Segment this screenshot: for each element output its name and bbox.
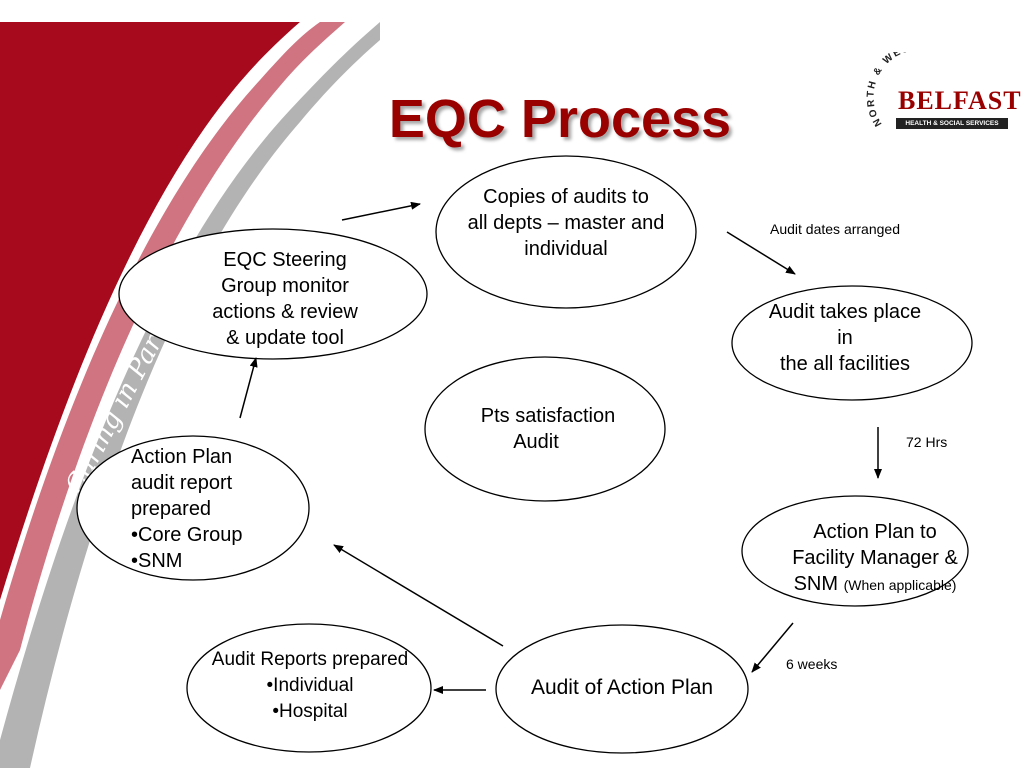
node-action-plan-facility-line-3: SNM [793,573,839,595]
node-steering-line-4: & update tool [226,327,344,349]
node-copies-line-2: all depts – master and [467,212,665,234]
node-action-plan-facility-line-3-wrap: SNM (When applicable) [760,571,990,598]
node-steering-line-3: actions & review [212,301,358,323]
node-audit-takes-place-ellipse [731,285,973,401]
node-copies-line-3: individual [524,238,608,260]
node-audit-reports-line-2: •Individual [266,675,354,696]
node-action-plan-facility: Action Plan to Facility Manager & SNM (W… [760,519,990,598]
edge-action-report-to-steering [239,357,258,419]
swoosh-red-band [0,22,300,600]
node-audit-reports-line-3: •Hospital [272,701,348,722]
node-audit-of-action-plan-ellipse [495,624,749,754]
node-steering: EQC Steering Group monitor actions & rev… [190,247,380,351]
trust-logo: NORTH & WEST BELFAST HEALTH & SOCIAL SER… [860,52,1020,138]
edge-copies-to-audit [726,231,796,275]
node-action-plan-facility-ellipse [741,495,969,607]
node-steering-line-2: Group monitor [221,275,349,297]
node-pts-satisfaction: Pts satisfaction Audit [448,403,648,455]
node-action-plan-report-line-3: prepared [131,498,212,520]
node-audit-of-action-plan: Audit of Action Plan [500,675,744,701]
node-audit-takes-place: Audit takes place in the all facilities [740,299,950,377]
node-audit-takes-place-line-2: in [837,327,853,349]
node-action-plan-facility-line-2: Facility Manager & [792,547,958,569]
node-audit-takes-place-line-1: Audit takes place [768,301,922,323]
node-audit-takes-place-line-3: the all facilities [779,353,911,375]
edge-steering-to-copies [341,201,421,221]
logo-main-text: BELFAST [898,86,1022,115]
node-action-plan-report-line-4: •Core Group [131,524,243,546]
node-copies: Copies of audits to all depts – master a… [436,184,696,262]
edge-facility-to-audit-of-plan [751,622,794,673]
edge-label-audit-dates: Audit dates arranged [770,221,900,237]
node-audit-reports: Audit Reports prepared •Individual •Hosp… [194,647,426,725]
node-action-plan-facility-line-1: Action Plan to [813,521,937,543]
node-action-plan-report-line-1: Action Plan [131,446,233,468]
node-copies-ellipse [435,155,697,309]
node-action-plan-facility-note: (When applicable) [843,577,957,593]
node-pts-satisfaction-line-1: Pts satisfaction [480,405,616,427]
logo-arc: NORTH & WEST [865,52,917,128]
node-action-plan-report-ellipse [76,435,310,581]
edge-audit-of-plan-to-action-report [333,544,504,647]
node-audit-of-action-plan-line-1: Audit of Action Plan [530,676,714,699]
node-steering-line-1: EQC Steering [223,249,347,271]
node-action-plan-report-line-2: audit report [131,472,233,494]
node-audit-reports-line-1: Audit Reports prepared [211,649,409,670]
logo-bar-text: HEALTH & SOCIAL SERVICES TRUST [896,118,1008,138]
node-pts-satisfaction-line-2: Audit [513,431,559,453]
swoosh-grey-band [0,22,380,768]
node-action-plan-report-line-5: •SNM [131,550,183,572]
edge-label-6-weeks: 6 weeks [786,656,838,672]
page-title: EQC Process [388,89,732,149]
edge-label-72-hrs: 72 Hrs [906,434,948,450]
node-steering-ellipse [118,228,428,360]
node-audit-reports-ellipse [186,623,432,753]
node-pts-satisfaction-ellipse [424,356,666,502]
node-copies-line-1: Copies of audits to [483,186,649,208]
node-action-plan-report: Action Plan audit report prepared •Core … [131,444,301,574]
